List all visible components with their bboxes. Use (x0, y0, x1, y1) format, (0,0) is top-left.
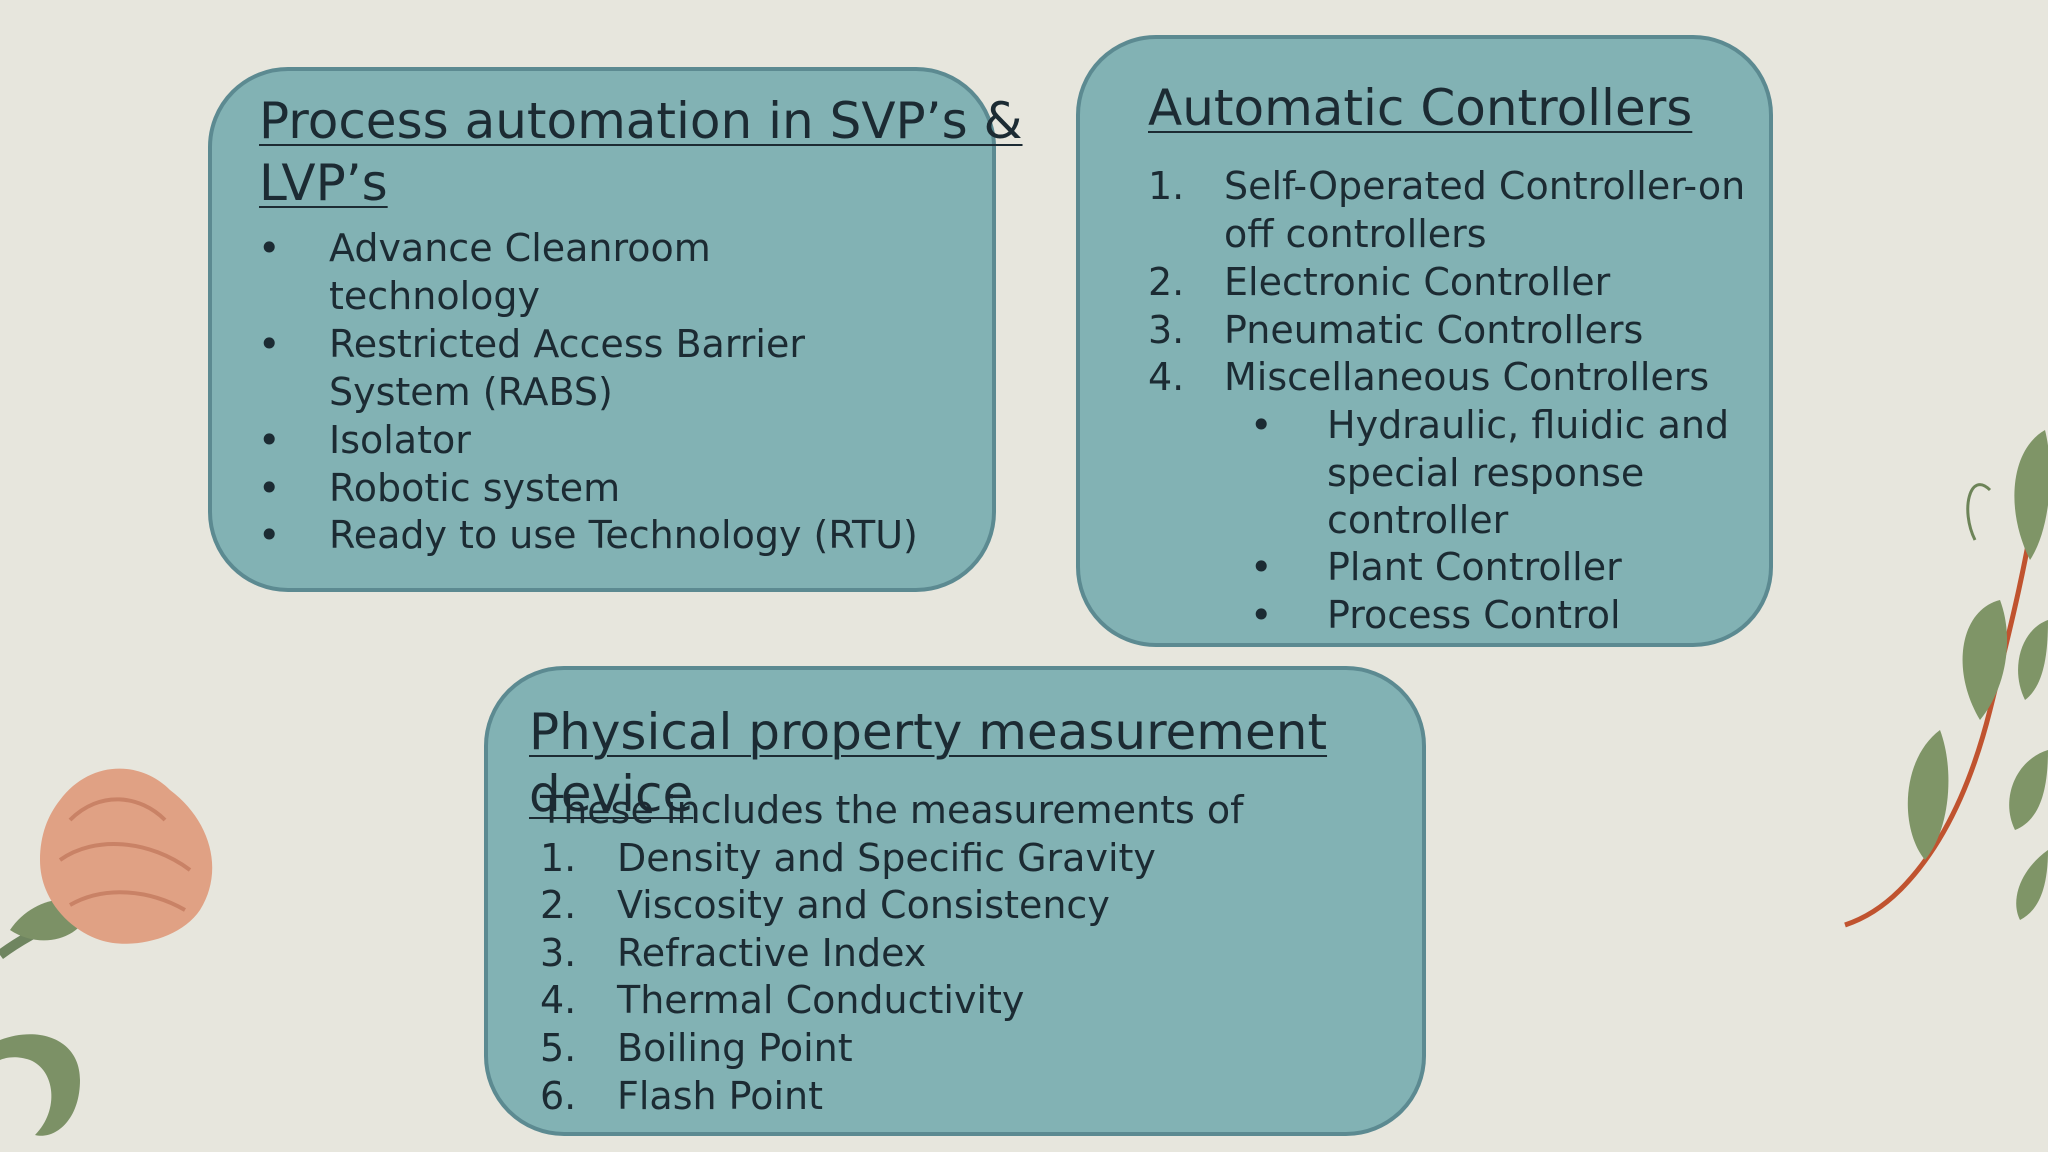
list-item: Robotic system (329, 466, 621, 510)
list-number: 3. (1148, 308, 1185, 352)
sub-list-item: Process Control (1327, 593, 1621, 637)
list-item: Miscellaneous Controllers (1224, 355, 1710, 399)
sub-list-item: Hydraulic, fluidic and (1327, 403, 1730, 447)
list-item: Restricted Access Barrier (329, 322, 805, 366)
automatic-controllers-card (1076, 35, 1773, 647)
sub-list-item: Plant Controller (1327, 545, 1622, 589)
list-number: 6. (540, 1074, 577, 1118)
bullet: • (258, 418, 281, 462)
list-item: Pneumatic Controllers (1224, 308, 1644, 352)
sub-list-item: special response (1327, 451, 1645, 495)
process-automation-card (208, 67, 996, 592)
list-item: Viscosity and Consistency (617, 883, 1110, 927)
measurement-heading-line1: Physical property measurement (529, 703, 1328, 761)
list-number: 4. (1148, 355, 1185, 399)
measurement-heading-line2: device (529, 765, 694, 823)
sub-list-item: controller (1327, 498, 1509, 542)
list-number: 1. (540, 836, 577, 880)
bullet: • (1250, 545, 1273, 589)
list-item: off controllers (1224, 212, 1487, 256)
list-number: 3. (540, 931, 577, 975)
bullet: • (1250, 593, 1273, 637)
list-item: technology (329, 274, 541, 318)
list-item: Isolator (329, 418, 471, 462)
list-number: 1. (1148, 164, 1185, 208)
list-item: Refractive Index (617, 931, 927, 975)
measurement-card (484, 666, 1426, 1136)
list-item: Density and Specific Gravity (617, 836, 1156, 880)
process-automation-heading-line2: LVP’s (259, 154, 388, 212)
list-item: Boiling Point (617, 1026, 853, 1070)
list-item: Electronic Controller (1224, 260, 1611, 304)
list-number: 4. (540, 978, 577, 1022)
list-item: Flash Point (617, 1074, 824, 1118)
bullet: • (258, 466, 281, 510)
list-item: System (RABS) (329, 370, 613, 414)
list-number: 5. (540, 1026, 577, 1070)
list-item: Advance Cleanroom (329, 226, 711, 270)
list-number: 2. (1148, 260, 1185, 304)
automatic-controllers-heading: Automatic Controllers (1148, 79, 1693, 137)
list-number: 2. (540, 883, 577, 927)
process-automation-heading-line1: Process automation in SVP’s & (259, 92, 1023, 150)
list-item: Thermal Conductivity (617, 978, 1025, 1022)
measurement-intro: These includes the measurements of (540, 788, 1244, 832)
bullet: • (258, 513, 281, 557)
list-item: Ready to use Technology (RTU) (329, 513, 918, 557)
leaf-branch-illustration (1844, 430, 2048, 928)
bullet: • (258, 322, 281, 366)
bullet: • (1250, 403, 1273, 447)
bullet: • (258, 226, 281, 270)
flower-illustration (0, 768, 213, 1136)
list-item: Self-Operated Controller-on (1224, 164, 1746, 208)
